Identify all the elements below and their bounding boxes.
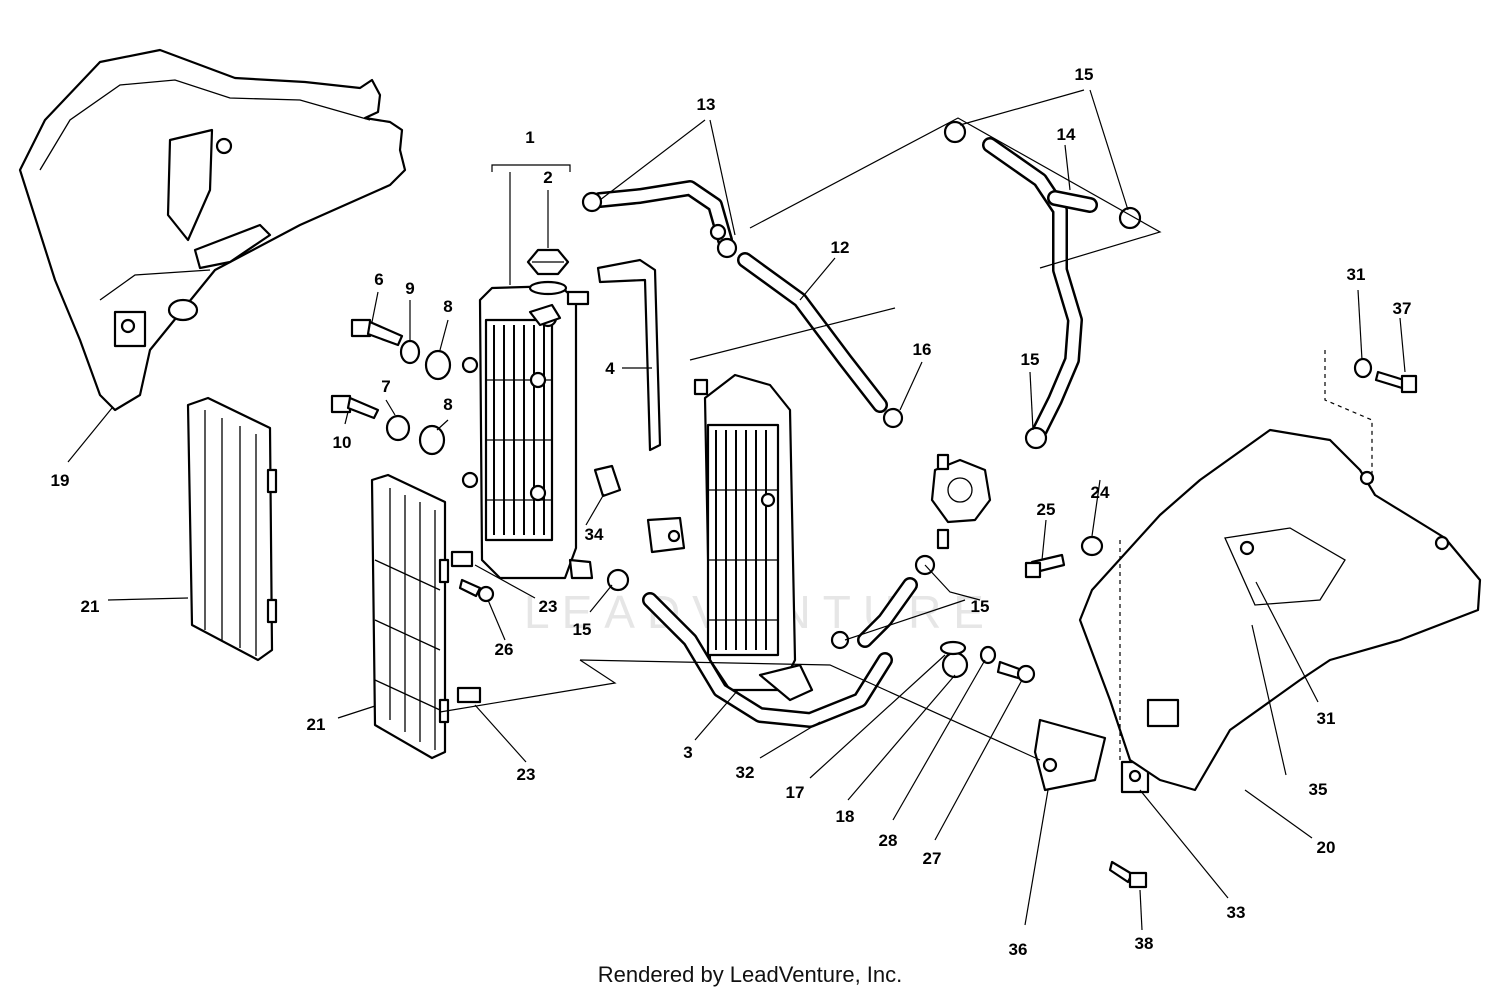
callout-15-top: 15 xyxy=(1075,65,1094,84)
bolt-6 xyxy=(350,318,404,347)
callout-2: 2 xyxy=(543,168,552,187)
bracket-36 xyxy=(1033,718,1107,792)
callout-13: 13 xyxy=(697,95,716,114)
collar-7 xyxy=(385,414,411,442)
clip-23-upper xyxy=(450,550,474,568)
callout-23-lower: 23 xyxy=(517,765,536,784)
bolt-10 xyxy=(330,394,380,420)
callout-15-right: 15 xyxy=(971,597,990,616)
upper-radiator-hose xyxy=(592,180,733,248)
collar-24 xyxy=(1080,535,1104,557)
callout-35: 35 xyxy=(1309,780,1328,799)
bolt-37 xyxy=(1374,370,1418,394)
callout-27: 27 xyxy=(923,849,942,868)
callout-36: 36 xyxy=(1009,940,1028,959)
callout-17: 17 xyxy=(786,783,805,802)
washer-31-upper xyxy=(1353,357,1373,379)
bolt-38 xyxy=(1108,860,1148,889)
callout-8-upper: 8 xyxy=(443,297,452,316)
callout-3: 3 xyxy=(683,743,692,762)
washer-9 xyxy=(399,339,421,365)
collar-18 xyxy=(941,651,969,679)
bolt-27 xyxy=(996,660,1036,684)
grommet-8-lower xyxy=(418,424,446,456)
callout-9: 9 xyxy=(405,279,414,298)
left-radiator xyxy=(461,284,594,580)
callout-16: 16 xyxy=(913,340,932,359)
right-radiator-shroud xyxy=(1078,428,1482,792)
callout-7: 7 xyxy=(381,377,390,396)
callout-19: 19 xyxy=(51,471,70,490)
callout-8-lower: 8 xyxy=(443,395,452,414)
hose-12 xyxy=(737,252,888,413)
mounting-bracket-center xyxy=(646,516,686,554)
water-pump-outlet-hose xyxy=(857,577,918,648)
bolt-26 xyxy=(458,578,495,603)
callout-18: 18 xyxy=(836,807,855,826)
left-radiator-shroud xyxy=(18,48,407,412)
callouts: 1 2 3 4 6 7 8 8 9 10 12 13 14 15 15 15 1… xyxy=(51,65,1412,959)
callout-32: 32 xyxy=(736,763,755,782)
water-pump-housing xyxy=(930,453,992,550)
callout-28: 28 xyxy=(879,831,898,850)
callout-26: 26 xyxy=(495,640,514,659)
callout-24: 24 xyxy=(1091,483,1110,502)
callout-10: 10 xyxy=(333,433,352,452)
callout-1: 1 xyxy=(525,128,534,147)
callout-20: 20 xyxy=(1317,838,1336,857)
callout-34: 34 xyxy=(585,525,604,544)
callout-15-mid: 15 xyxy=(1021,350,1040,369)
credit-footer: Rendered by LeadVenture, Inc. xyxy=(597,962,903,987)
hose-32 xyxy=(642,592,893,728)
o-ring-17 xyxy=(939,640,967,656)
callout-21-outer: 21 xyxy=(81,597,100,616)
radiator-cap xyxy=(526,248,590,327)
callout-6: 6 xyxy=(374,270,383,289)
leader-lines xyxy=(67,89,1406,931)
callout-33: 33 xyxy=(1227,903,1246,922)
callout-38: 38 xyxy=(1135,934,1154,953)
callout-37: 37 xyxy=(1393,299,1412,318)
clip-23-lower xyxy=(456,686,482,704)
callout-21-inner: 21 xyxy=(307,715,326,734)
overflow-tube xyxy=(596,258,662,452)
bolt-25 xyxy=(1024,553,1066,579)
left-radiator-louver-inner xyxy=(370,473,450,760)
grommet-8-upper xyxy=(424,349,452,381)
callout-23-upper: 23 xyxy=(539,597,558,616)
hose-clamps xyxy=(581,120,1142,650)
callout-4: 4 xyxy=(605,359,615,378)
callout-31-lower: 31 xyxy=(1317,709,1336,728)
callout-25: 25 xyxy=(1037,500,1056,519)
callout-31-upper: 31 xyxy=(1347,265,1366,284)
hose-14 xyxy=(982,137,1098,438)
right-radiator xyxy=(693,373,814,702)
callout-15-left: 15 xyxy=(573,620,592,639)
callout-12: 12 xyxy=(831,238,850,257)
callout-14: 14 xyxy=(1057,125,1076,144)
washer-28 xyxy=(979,645,997,665)
left-radiator-louver-outer xyxy=(186,396,278,662)
clip-34 xyxy=(593,464,622,498)
